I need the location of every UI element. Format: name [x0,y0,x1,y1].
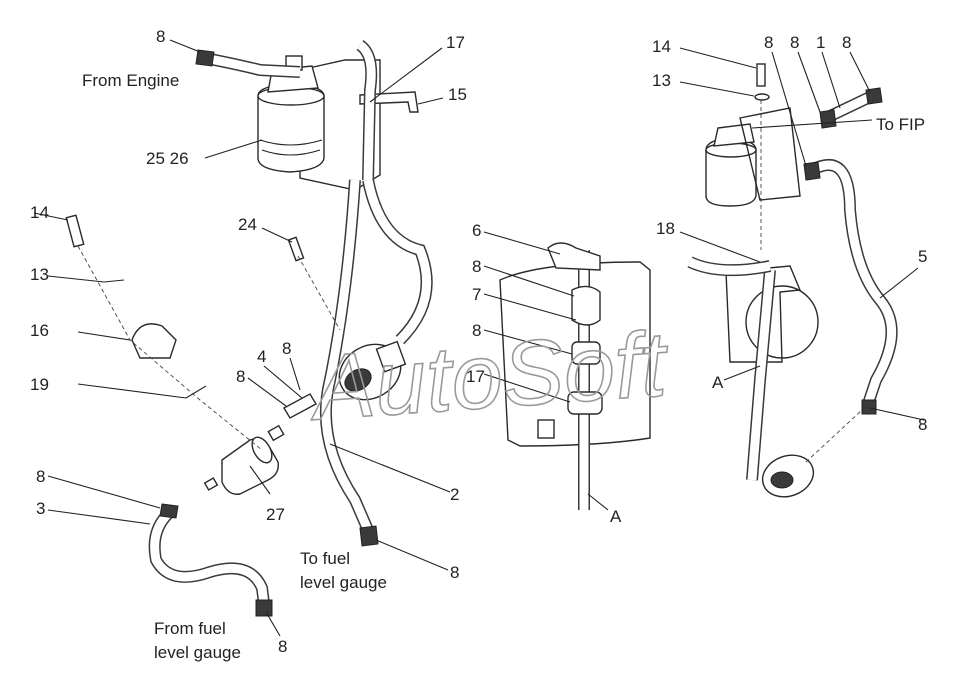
view-label-a: A [610,507,622,526]
callout-14: 14 [30,203,49,222]
callout-3: 3 [36,499,45,518]
small-fuel-filter [705,107,801,207]
leader-lines [33,39,925,637]
view-a-detail [499,242,651,510]
callout-numbers: 8 17 15 25 26 14 13 16 19 24 4 8 8 27 8 … [30,27,927,656]
callout-1: 1 [816,33,825,52]
hose-clamp-top [195,49,215,67]
callout-6: 6 [472,221,481,240]
callout-19: 19 [30,375,49,394]
banjo-fitting-6 [547,242,601,271]
note-to-fuel-gauge-line1: To fuel [300,549,350,568]
note-from-engine: From Engine [82,71,179,90]
washer-13-left [103,279,125,283]
callout-17: 17 [466,367,485,386]
note-to-fip: To FIP [876,115,925,134]
callout-8: 8 [282,339,291,358]
clamp-16 [131,323,177,359]
clamp-a-17 [567,391,603,415]
callout-8: 8 [278,637,287,656]
hose-clamp-left [159,503,179,519]
strap-19 [185,385,207,399]
lift-pump-right [761,454,815,498]
callout-7: 7 [472,285,481,304]
callout-8: 8 [236,367,245,386]
callout-24: 24 [238,215,257,234]
callout-25-26: 25 26 [146,149,189,168]
callout-8: 8 [472,321,481,340]
note-from-fuel-gauge-line1: From fuel [154,619,226,638]
view-label-a: A [712,373,724,392]
washer-13-right [754,93,770,101]
callout-8: 8 [450,563,459,582]
callout-4: 4 [257,347,266,366]
callout-27: 27 [266,505,285,524]
fitting-7 [571,285,601,326]
lift-pump [338,340,407,401]
callout-8: 8 [36,467,45,486]
bolt-14-right [756,63,766,87]
callout-8: 8 [764,33,773,52]
callout-8: 8 [918,415,927,434]
callout-8: 8 [156,27,165,46]
hose-fitting [283,393,317,419]
bolt-14-left [65,214,85,248]
note-from-fuel-gauge-line2: level gauge [154,643,241,662]
callout-8: 8 [790,33,799,52]
callout-16: 16 [30,321,49,340]
callout-8: 8 [472,257,481,276]
callout-13: 13 [30,265,49,284]
callout-14: 14 [652,37,671,56]
callout-8: 8 [842,33,851,52]
note-to-fuel-gauge-line2: level gauge [300,573,387,592]
inline-fuel-filter [203,424,285,495]
callout-5: 5 [918,247,927,266]
right-assembly [687,63,898,498]
left-assembly [65,40,433,617]
callout-18: 18 [656,219,675,238]
callout-13: 13 [652,71,671,90]
hose-clamp-bottom-left [255,599,273,617]
callout-2: 2 [450,485,459,504]
flow-notes: From Engine To FIP To fuel level gauge F… [82,71,925,662]
callout-15: 15 [448,85,467,104]
callout-17: 17 [446,33,465,52]
hose-clamp-fip [819,109,837,129]
hose-clamp-end [359,525,379,547]
